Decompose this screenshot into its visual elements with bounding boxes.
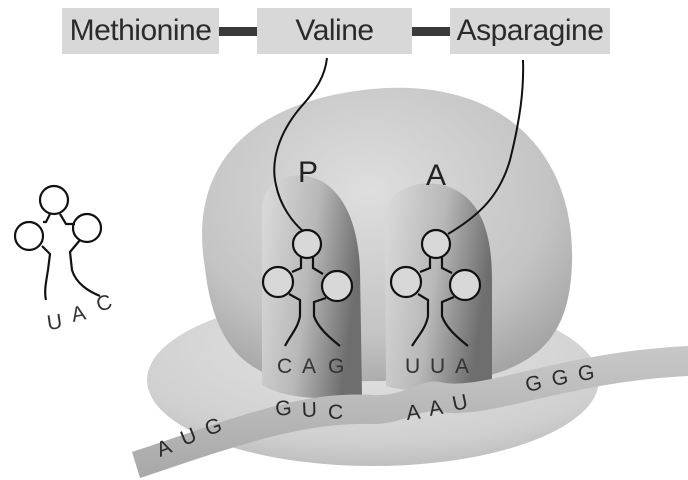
free-trna-base-3: C [93, 290, 115, 317]
mrna-codon4-base-3: G [576, 361, 595, 386]
p-anticodon-base-2: A [302, 355, 316, 378]
a-anticodon-base-3: A [455, 355, 469, 378]
free-trna-base-1: U [45, 310, 63, 335]
a-anticodon-base-2: U [430, 355, 445, 378]
mrna-codon2-base-3: C [328, 401, 343, 424]
p-site-label: P [298, 156, 318, 189]
mrna-codon2-base-2: U [301, 398, 317, 422]
free-trna-base-2: A [69, 301, 87, 326]
a-anticodon-base-1: U [405, 355, 420, 378]
p-anticodon-base-1: C [277, 355, 292, 378]
mrna-codon2-base-1: G [274, 396, 293, 421]
mrna-codon3-base-1: A [405, 401, 421, 425]
a-site-label: A [426, 159, 446, 192]
p-anticodon-base-3: G [328, 355, 344, 378]
free-trna [15, 186, 101, 300]
